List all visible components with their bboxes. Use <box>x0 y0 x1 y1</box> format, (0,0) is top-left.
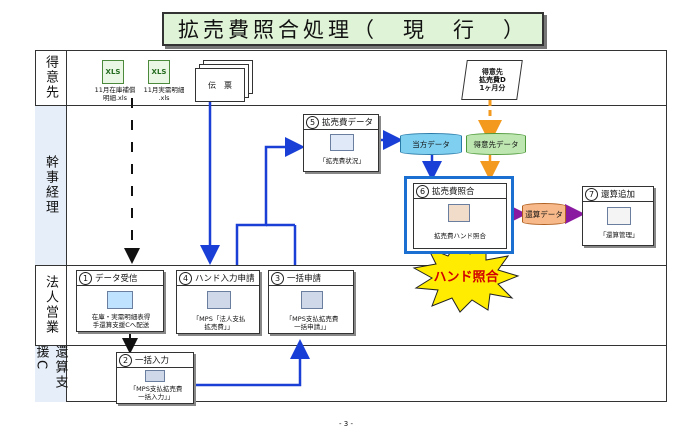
excel-icon: XLS <box>102 60 124 84</box>
db-toho: 当方データ <box>400 133 462 155</box>
denpyo-label: 伝 票 <box>195 68 245 102</box>
step-number: 5 <box>306 115 319 129</box>
page-title: 拡売費照合処理（ 現 行 ） <box>162 12 544 46</box>
worker-icon <box>145 370 165 382</box>
arrow-apply-to-data <box>235 137 305 265</box>
lane-divider <box>35 265 667 266</box>
worker-icon <box>301 291 323 309</box>
page-number: - 3 - <box>339 420 353 428</box>
computer-icon <box>330 134 354 151</box>
file-label-zaiko: 11月在庫補償 明細.xls <box>94 86 136 102</box>
excel-icon: XLS <box>148 60 170 84</box>
monitor-icon <box>107 291 133 309</box>
tokuisaki-data: 得意先 拡売費D 1ヶ月分 <box>461 60 523 100</box>
db-tokuisaki: 得意先データ <box>466 133 526 155</box>
file-label-jitsuju: 11月実需明細 .xls <box>143 86 185 102</box>
lane-kessan: 還算支援C <box>34 345 68 402</box>
lane-kanji: 幹事経理 <box>35 105 67 265</box>
db-seisan: 還算データ <box>522 203 566 225</box>
lane-hojin: 法人営業 <box>35 265 67 345</box>
lane-divider <box>35 345 667 346</box>
arrow-input-to-apply <box>192 339 310 387</box>
hand-match-label: ハンド照合 <box>433 270 499 285</box>
person-icon <box>448 204 470 222</box>
laptop-icon <box>607 207 631 225</box>
lane-tokuisaki: 得意先 <box>35 50 67 105</box>
worker-icon <box>207 291 231 309</box>
hand-match-burst <box>412 237 520 313</box>
lane-divider <box>35 105 667 106</box>
